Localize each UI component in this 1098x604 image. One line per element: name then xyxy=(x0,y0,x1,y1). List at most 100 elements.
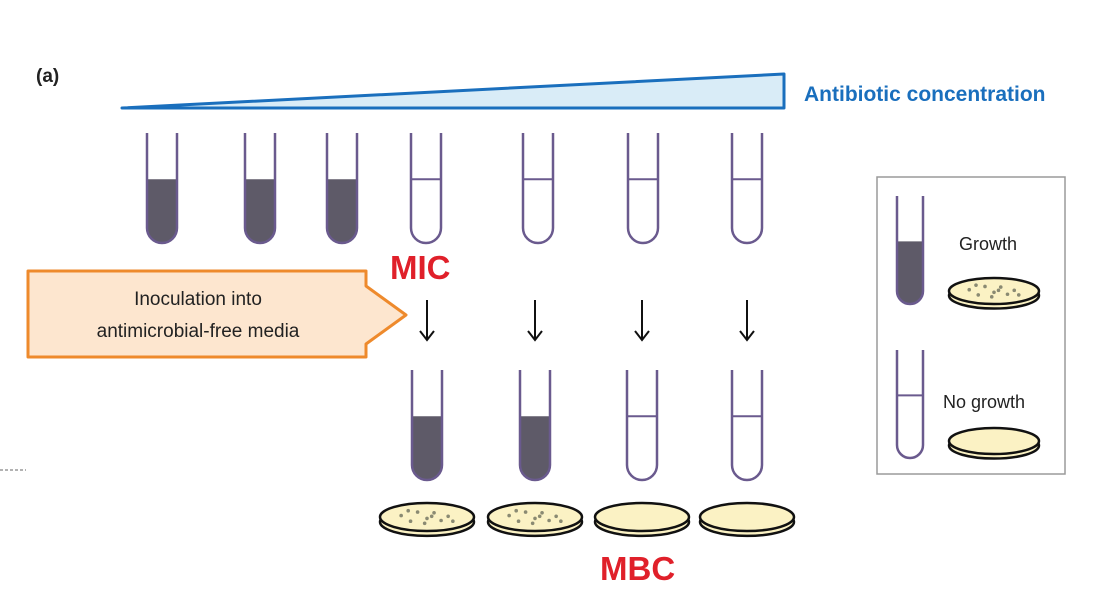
top-tube xyxy=(521,133,555,245)
tube-outline xyxy=(895,350,925,460)
top-tube xyxy=(325,133,359,245)
legend-frame xyxy=(876,176,1066,475)
colony-dot xyxy=(1005,292,1010,297)
legend-no-growth-label: No growth xyxy=(943,392,1025,412)
tube-outline xyxy=(145,133,179,245)
tube-outline xyxy=(730,133,764,245)
colony-dot xyxy=(540,511,544,515)
arrow-head xyxy=(527,330,543,342)
colony-dot xyxy=(996,288,1001,293)
colony-dot xyxy=(998,285,1003,289)
plate-lid xyxy=(947,426,1041,456)
colony-dot xyxy=(974,283,978,287)
colony-dot xyxy=(554,514,558,519)
top-tube xyxy=(145,133,179,245)
callout-arrow-shape xyxy=(26,269,408,359)
tube-outline xyxy=(626,133,660,245)
legend-growth-plate xyxy=(947,276,1041,310)
colony-dot xyxy=(533,516,537,521)
top-tube xyxy=(730,133,764,245)
down-arrow xyxy=(527,300,543,342)
tube-outline xyxy=(409,133,443,245)
turbid-culture-fill xyxy=(897,241,923,304)
plate-lid xyxy=(593,501,691,533)
colony-dot xyxy=(451,519,455,523)
down-arrow xyxy=(419,300,435,342)
tube-outline xyxy=(625,370,659,482)
arrow-head xyxy=(419,330,435,342)
turbid-culture-fill xyxy=(147,179,177,243)
down-arrow xyxy=(634,300,650,342)
legend-box: Growth No growth xyxy=(876,176,1066,475)
colony-dot xyxy=(992,290,996,295)
plate-lid xyxy=(698,501,796,533)
legend-growth-label: Growth xyxy=(959,234,1017,254)
colony-dot xyxy=(415,510,420,514)
top-tube xyxy=(243,133,277,245)
bottom-tube xyxy=(518,370,552,482)
colony-dot xyxy=(967,287,972,292)
transfer-arrows xyxy=(419,300,755,342)
colony-dot xyxy=(537,514,542,519)
tube-outline xyxy=(895,196,925,306)
turbid-culture-fill xyxy=(327,179,357,243)
tube-outline xyxy=(410,370,444,482)
colony-dot xyxy=(408,519,413,523)
legend-tube-growth xyxy=(895,196,925,306)
mic-label: MIC xyxy=(390,249,451,286)
arrow-head xyxy=(634,330,650,342)
agar-plate xyxy=(378,501,476,538)
colony-dot xyxy=(1012,288,1017,293)
top-tube xyxy=(626,133,660,245)
colony-dot xyxy=(439,518,443,523)
colony-dot xyxy=(425,516,429,521)
colony-dot xyxy=(989,295,994,299)
mbc-label: MBC xyxy=(600,550,675,587)
bottom-tube xyxy=(625,370,659,482)
tube-outline xyxy=(325,133,359,245)
tube-outline xyxy=(518,370,552,482)
colony-dot xyxy=(983,284,987,289)
bottom-tube xyxy=(410,370,444,482)
agar-plate xyxy=(486,501,584,538)
tube-outline xyxy=(521,133,555,245)
legend-tube-no-growth xyxy=(895,350,925,460)
colony-dot xyxy=(976,293,981,297)
turbid-culture-fill xyxy=(245,179,275,243)
tube-outline xyxy=(243,133,277,245)
arrow-head xyxy=(739,330,755,342)
tube-outline xyxy=(730,370,764,482)
agar-plate xyxy=(698,501,796,538)
colony-dot xyxy=(399,513,403,518)
inoculation-callout: Inoculation into antimicrobial-free medi… xyxy=(26,269,408,359)
colony-dot xyxy=(432,511,436,515)
turbid-culture-fill xyxy=(412,416,442,480)
top-tube-row xyxy=(145,133,764,245)
concentration-wedge xyxy=(120,72,786,110)
bottom-plate-row xyxy=(378,501,796,538)
colony-dot xyxy=(547,518,551,523)
colony-dot xyxy=(1016,293,1021,297)
turbid-culture-fill xyxy=(520,416,550,480)
colony-dot xyxy=(446,514,450,519)
concentration-label: Antibiotic concentration xyxy=(804,83,1046,106)
colony-dot xyxy=(516,519,521,523)
callout-line-2: antimicrobial-free media xyxy=(97,321,300,342)
colony-dot xyxy=(422,521,427,526)
colony-dot xyxy=(559,519,563,523)
legend-plate-no-growth xyxy=(947,426,1041,460)
bottom-tube xyxy=(730,370,764,482)
colony-dot xyxy=(530,521,535,526)
colony-dot xyxy=(406,508,411,513)
top-tube xyxy=(409,133,443,245)
legend-no-growth-plate xyxy=(947,426,1041,460)
panel-label: (a) xyxy=(36,66,59,87)
legend-growth-tube xyxy=(895,196,925,306)
legend-no-growth-tube xyxy=(895,350,925,460)
colony-dot xyxy=(514,508,518,513)
callout-line-1: Inoculation into xyxy=(134,289,262,310)
colony-dot xyxy=(507,513,511,518)
bottom-tube-row xyxy=(410,370,764,482)
